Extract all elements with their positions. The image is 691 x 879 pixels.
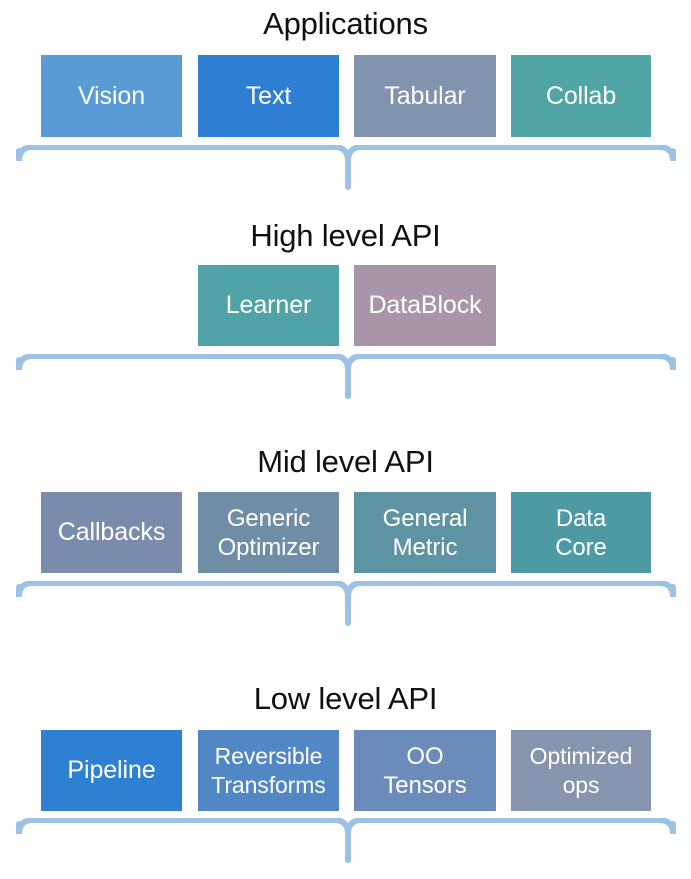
box-vision[interactable]: Vision [41,55,182,137]
box-generic-optimizer[interactable]: Generic Optimizer [198,492,339,573]
layer-title-high-level-api: High level API [250,218,441,253]
box-data-core[interactable]: Data Core [511,492,651,573]
brace-applications [0,145,691,195]
box-text[interactable]: Text [198,55,339,137]
box-reversible-transforms[interactable]: Reversible Transforms [198,730,339,811]
brace-low-level-api [0,818,691,868]
box-collab[interactable]: Collab [511,55,651,137]
box-pipeline[interactable]: Pipeline [41,730,182,811]
brace-mid-level-api [0,581,691,631]
box-learner[interactable]: Learner [198,265,339,346]
box-tabular[interactable]: Tabular [354,55,496,137]
box-callbacks[interactable]: Callbacks [41,492,182,573]
brace-high-level-api [0,354,691,404]
layer-title-applications: Applications [263,6,428,41]
box-optimized-ops[interactable]: Optimized ops [511,730,651,811]
box-general-metric[interactable]: General Metric [354,492,496,573]
layer-title-mid-level-api: Mid level API [257,444,434,479]
box-oo-tensors[interactable]: OO Tensors [354,730,496,811]
box-datablock[interactable]: DataBlock [354,265,496,346]
layer-title-low-level-api: Low level API [253,681,438,716]
